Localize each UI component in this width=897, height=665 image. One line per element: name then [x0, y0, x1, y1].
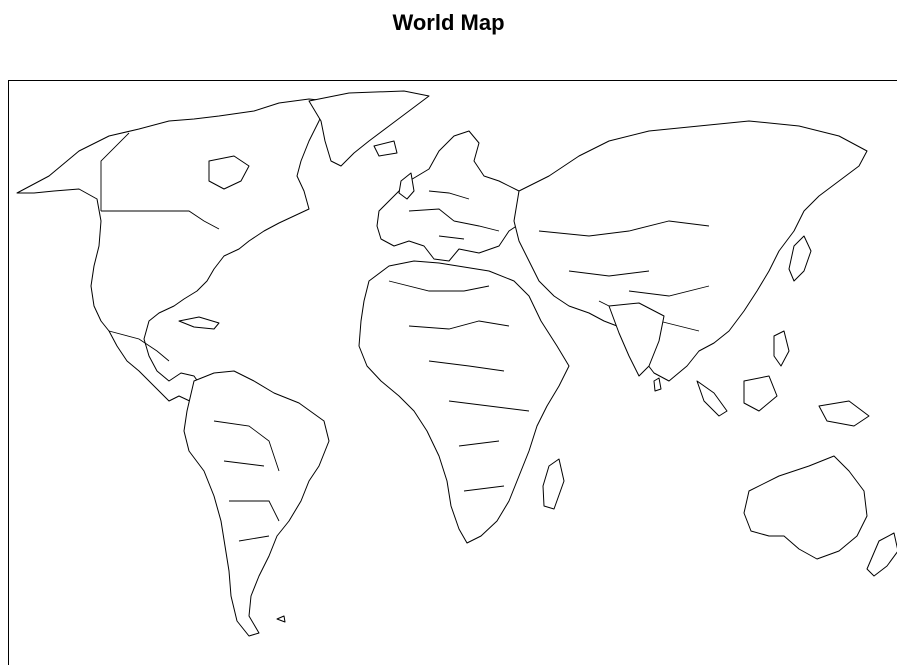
map-title: World Map [392, 10, 505, 35]
indonesia-borneo [743, 375, 778, 412]
africa-borders [388, 280, 530, 492]
alaska-border [100, 132, 130, 211]
us-canada-border [101, 210, 220, 230]
greenland [308, 90, 430, 167]
iceland [373, 140, 398, 157]
uk [398, 172, 415, 200]
falklands [276, 615, 286, 623]
india [608, 302, 665, 377]
new-zealand [866, 532, 897, 577]
north-america [16, 98, 328, 412]
europe [376, 130, 535, 262]
madagascar [542, 458, 565, 510]
asia [513, 120, 868, 382]
mexico-border [108, 330, 170, 362]
sri-lanka [653, 377, 662, 392]
asia-borders [538, 220, 710, 332]
world-map [16, 90, 897, 637]
map-frame [8, 80, 897, 665]
philippines [773, 330, 790, 367]
south-america-borders [213, 420, 280, 542]
japan [788, 235, 812, 282]
cuba [178, 316, 220, 330]
south-america [183, 370, 330, 637]
hudson-bay [208, 155, 250, 190]
australia [743, 455, 868, 560]
africa [358, 260, 570, 544]
indonesia-sumatra [696, 380, 728, 417]
new-guinea [818, 400, 870, 427]
europe-borders [408, 190, 500, 240]
